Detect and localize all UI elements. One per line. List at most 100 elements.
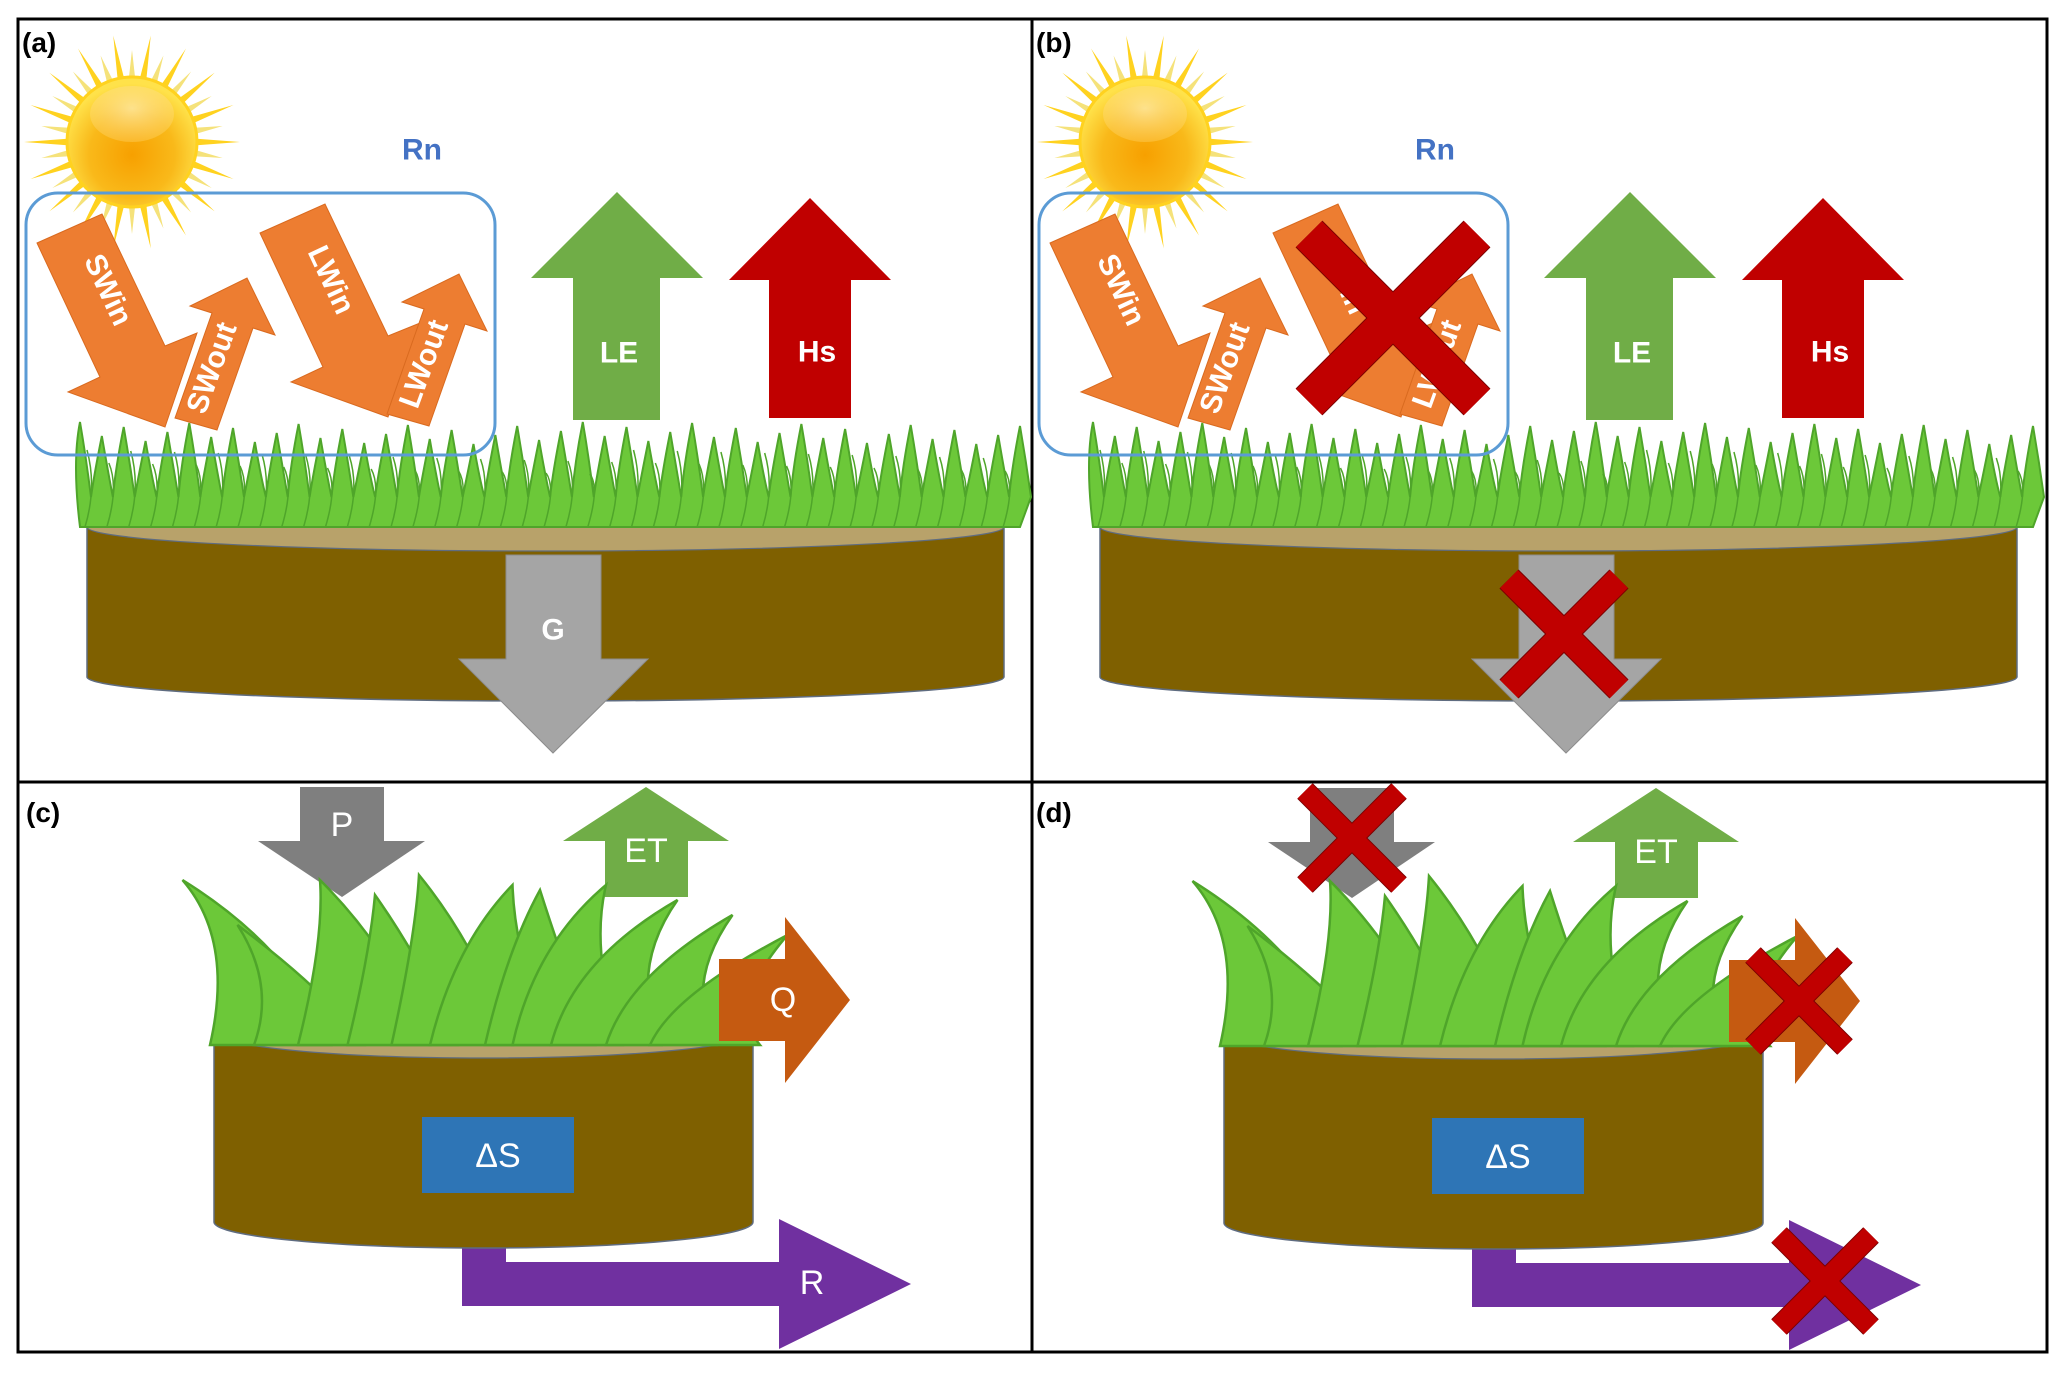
grass-tuft — [181, 871, 789, 1047]
grass-blade-vein — [1862, 454, 1871, 528]
grass-blade-vein — [1906, 455, 1915, 528]
sun-ray — [1043, 159, 1090, 179]
grass-blade-vein — [871, 467, 880, 528]
sun-ray — [190, 148, 223, 158]
grass-blade-vein — [215, 452, 224, 528]
label-storage-change: ΔS — [475, 1137, 520, 1175]
lwout-arrow — [386, 273, 488, 427]
grass-blade-vein — [434, 457, 443, 528]
sun-ray — [175, 72, 215, 107]
sun-ray — [1062, 177, 1102, 212]
storage-box — [1432, 1118, 1584, 1194]
net-radiation-box — [24, 191, 497, 457]
sun-ray — [1054, 148, 1087, 158]
grass-blade-vein — [1162, 463, 1171, 528]
sun-ray — [138, 35, 151, 84]
panel-label-a: (a) — [22, 27, 56, 58]
grass-blade-vein — [1228, 452, 1237, 528]
grass-blade-vein — [783, 465, 792, 528]
grass-blade-vein — [740, 464, 749, 528]
grass-blade-vein — [1927, 468, 1936, 528]
grass-blade-vein — [893, 455, 902, 528]
panel-label-d: (d) — [1036, 797, 1072, 828]
cross-stroke — [1745, 947, 1853, 1055]
grass-blade-vein — [1971, 469, 1980, 528]
sun-ray — [49, 72, 89, 107]
grass-blade-vein — [718, 451, 727, 528]
grass-blade-vein — [1468, 470, 1477, 528]
sensible-heat-arrow — [1742, 198, 1904, 418]
evapotranspiration-arrow — [1573, 788, 1739, 898]
grass-blades — [75, 421, 1033, 528]
label-R: R — [800, 1264, 825, 1302]
precipitation-removed-cross — [1297, 783, 1407, 893]
sun-ray — [1203, 126, 1236, 136]
grass-blade-vein — [1840, 466, 1849, 528]
grass-blade-vein — [412, 469, 421, 528]
rn-label: Rn — [402, 134, 442, 167]
grass-blade-vein — [1512, 471, 1521, 528]
label-ET: ET — [624, 832, 667, 870]
grass-blade-vein — [608, 461, 617, 528]
grass-blade-vein — [980, 457, 989, 528]
grass-blade-vein — [2015, 470, 2024, 528]
sun-ray — [30, 159, 77, 179]
grass-blade-vein — [1097, 449, 1106, 528]
drainage-arrow — [462, 1219, 911, 1349]
latent-heat-arrow — [531, 192, 703, 420]
sun-ray — [138, 200, 151, 249]
grass-strip — [1088, 421, 2046, 528]
panel-label-b: (b) — [1036, 27, 1072, 58]
sun-ray — [1126, 200, 1139, 249]
grass-blade-vein — [128, 450, 137, 528]
grass-blade-vein — [1002, 470, 1011, 528]
grass-blade-vein — [1643, 449, 1652, 528]
sun-ray — [187, 159, 234, 179]
grass-blade-vein — [1993, 457, 2002, 528]
cross-stroke — [1297, 783, 1407, 893]
grass-blades — [1088, 421, 2046, 528]
grass-blade-vein — [1731, 451, 1740, 528]
sun-ray — [128, 50, 136, 83]
panel-label-c: (c) — [26, 797, 60, 828]
grass-strip — [75, 421, 1033, 528]
sun-ray — [49, 177, 89, 212]
grass-blade-vein — [455, 470, 464, 528]
sun-ray — [1200, 105, 1247, 125]
sun-ray — [175, 177, 215, 212]
grass-blade-vein — [281, 466, 289, 528]
grass-blade-vein — [587, 473, 596, 528]
sun-ray — [1188, 72, 1228, 107]
sun-ray — [1141, 50, 1149, 83]
grass-blade-vein — [696, 463, 705, 528]
panel-b-energy-balance-modified: RnSWinSWoutLWinLWoutLEHs — [1037, 35, 2046, 754]
grass-blade-vein — [193, 464, 202, 528]
grass-blade-vein — [259, 453, 268, 528]
sun-ray — [1141, 201, 1149, 234]
grass-blade-vein — [761, 452, 770, 528]
grass-blade-vein — [521, 459, 530, 528]
grass-blade-vein — [1753, 464, 1762, 528]
grass-blade-vein — [1184, 451, 1193, 528]
label-Hs: Hs — [1811, 336, 1849, 369]
sun-ray — [191, 138, 240, 146]
grass-blade-vein — [1709, 463, 1718, 528]
sun-ray — [1151, 200, 1164, 249]
drainage-removed-cross — [1771, 1227, 1879, 1335]
grass-blade-vein — [1119, 462, 1128, 528]
longwave-removed-cross — [1295, 220, 1491, 416]
sun-ray — [41, 148, 74, 158]
sun-ray — [1188, 177, 1228, 212]
grass-blade-vein — [477, 458, 486, 528]
grass-blade-vein — [1687, 450, 1696, 528]
sun-ray — [1151, 35, 1164, 84]
grass-blade-vein — [390, 456, 399, 528]
grass-blade-vein — [1250, 465, 1259, 528]
grass-blade-vein — [1534, 459, 1543, 528]
grass-blade-vein — [1141, 450, 1150, 528]
sun-icon — [1037, 35, 1253, 249]
label-LE: LE — [600, 337, 638, 370]
